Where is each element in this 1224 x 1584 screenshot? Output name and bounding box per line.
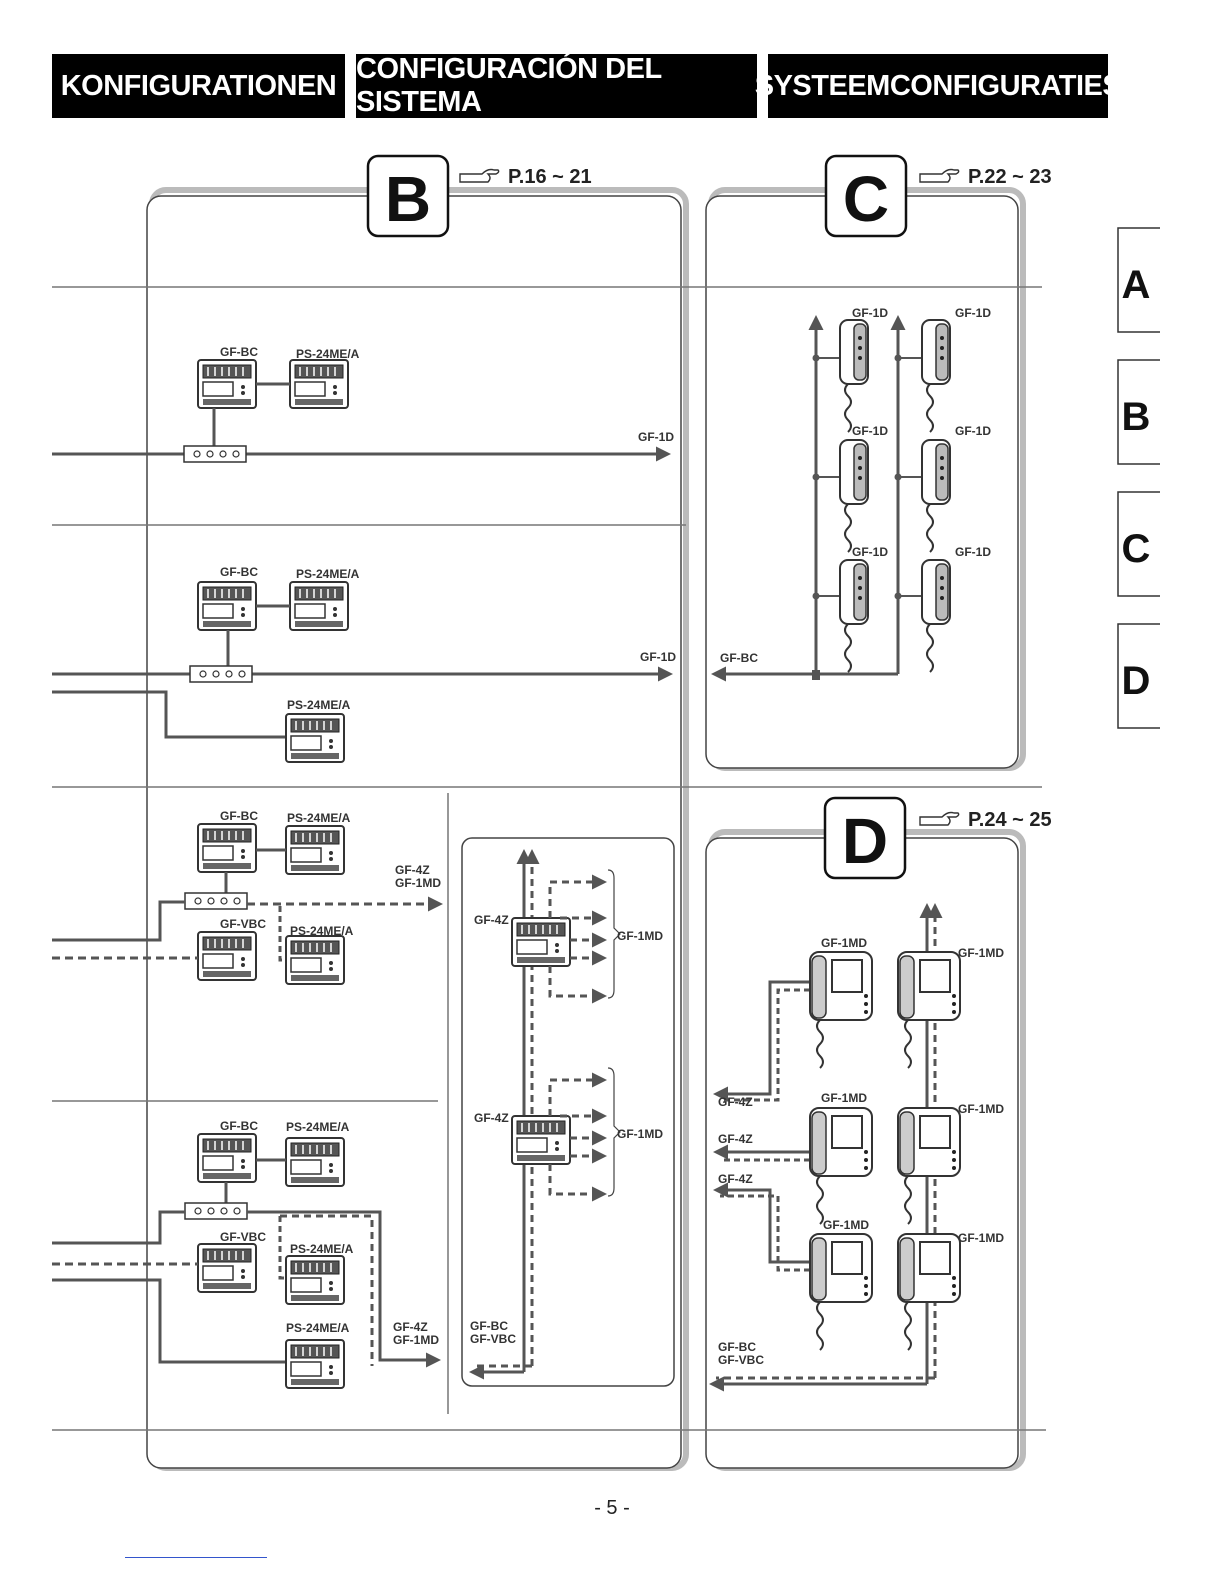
label-gf-4z: GF-4Z [718, 1132, 753, 1146]
label-gf-vbc: GF-VBC [718, 1353, 764, 1367]
section-c-page-ref: P.22 ~ 23 [968, 166, 1052, 188]
ps-24me-unit [285, 713, 345, 763]
label-gf-bc: GF-BC [220, 565, 258, 579]
label-gf-4z: GF-4Z [393, 1320, 428, 1334]
terminal-block [189, 665, 253, 683]
label-gf-4z: GF-4Z [474, 913, 509, 927]
label-gf-vbc: GF-VBC [220, 917, 266, 931]
tab-b[interactable]: B [1122, 395, 1151, 439]
header-konfigurationen: KONFIGURATIONEN [52, 54, 345, 118]
panel-d-diagram: GF-1MD GF-1MD GF-1MD GF-1MD GF-1MD GF-1M… [709, 903, 1004, 1392]
ps-24me-unit [285, 1339, 345, 1389]
ps-24me-unit [285, 1137, 345, 1187]
gf-bc-unit [197, 581, 257, 631]
gf-4z-unit [511, 1115, 571, 1165]
section-b-letter: B [385, 163, 431, 235]
label-ps-24me: PS-24ME/A [296, 347, 360, 361]
label-ps-24me: PS-24ME/A [287, 811, 351, 825]
label-ps-24me: PS-24ME/A [286, 1120, 350, 1134]
label-gf-1md: GF-1MD [821, 936, 867, 950]
pointing-hand-icon [919, 168, 960, 183]
label-gf-1md: GF-1MD [617, 1127, 663, 1141]
ps-24me-unit [285, 935, 345, 985]
label-gf-1d: GF-1D [638, 430, 674, 444]
label-gf-vbc: GF-VBC [220, 1230, 266, 1244]
label-gf-bc: GF-BC [220, 809, 258, 823]
terminal-block [183, 445, 247, 463]
label-gf-bc: GF-BC [718, 1340, 756, 1354]
tab-c[interactable]: C [1122, 527, 1151, 571]
ps-24me-unit [289, 581, 349, 631]
section-b-box [366, 154, 450, 238]
gf-vbc-unit [197, 1243, 257, 1293]
ps-24me-unit [289, 359, 349, 409]
label-gf-1md: GF-1MD [958, 946, 1004, 960]
side-tabs [1117, 227, 1160, 729]
label-gf-4z: GF-4Z [474, 1111, 509, 1125]
label-gf-1md: GF-1MD [393, 1333, 439, 1347]
label-gf-1d: GF-1D [640, 650, 676, 664]
label-gf-1md: GF-1MD [395, 876, 441, 890]
b-row1: GF-BC PS-24ME/A GF-1D [52, 345, 674, 463]
terminal-block [184, 892, 248, 910]
label-ps-24me: PS-24ME/A [290, 924, 354, 938]
footer-link-line [125, 1557, 267, 1558]
label-gf-bc: GF-BC [470, 1319, 508, 1333]
label-ps-24me: PS-24ME/A [286, 1321, 350, 1335]
gf-bc-unit [197, 823, 257, 873]
label-gf-1d: GF-1D [955, 306, 991, 320]
label-gf-4z: GF-4Z [718, 1095, 753, 1109]
header-configuracion: CONFIGURACIÓN DEL SISTEMA [356, 53, 757, 118]
label-ps-24me: PS-24ME/A [296, 567, 360, 581]
label-gf-1md: GF-1MD [821, 1091, 867, 1105]
label-gf-4z: GF-4Z [395, 863, 430, 877]
label-gf-1md: GF-1MD [958, 1102, 1004, 1116]
page-number: - 5 - [594, 1497, 630, 1519]
label-gf-vbc: GF-VBC [470, 1332, 516, 1346]
pointing-hand-icon [459, 168, 500, 183]
b-row3: GF-BC PS-24ME/A GF-4Z GF-1MD GF-VBC PS-2… [52, 809, 443, 985]
gf-bc-unit [197, 359, 257, 409]
panel-c-diagram: GF-1D GF-1D GF-1D GF-1D GF-1D GF-1D GF-B… [711, 306, 991, 682]
label-gf-1d: GF-1D [852, 424, 888, 438]
section-d-page-ref: P.24 ~ 25 [968, 809, 1052, 831]
ps-24me-unit [285, 825, 345, 875]
gf-4z-unit [511, 917, 571, 967]
b-row2: GF-BC PS-24ME/A GF-1D PS-24ME/A [52, 565, 676, 763]
label-gf-1d: GF-1D [955, 545, 991, 559]
gf-vbc-unit [197, 931, 257, 981]
label-gf-1d: GF-1D [852, 545, 888, 559]
header-systeemconfiguraties: SYSTEEMCONFIGURATIES [755, 54, 1122, 118]
gf-4z-riser: GF-4Z GF-1MD GF-4Z GF-1MD GF-BC GF-VBC [461, 837, 675, 1387]
label-gf-1d: GF-1D [852, 306, 888, 320]
section-d-letter: D [842, 805, 888, 877]
label-gf-bc: GF-BC [220, 1119, 258, 1133]
label-gf-bc: GF-BC [720, 651, 758, 665]
section-b-page-ref: P.16 ~ 21 [508, 166, 592, 188]
pointing-hand-icon [919, 811, 960, 826]
label-ps-24me: PS-24ME/A [290, 1242, 354, 1256]
label-gf-4z: GF-4Z [718, 1172, 753, 1186]
gf-bc-unit [197, 1133, 257, 1183]
label-gf-1md: GF-1MD [958, 1231, 1004, 1245]
label-gf-bc: GF-BC [220, 345, 258, 359]
row-separators [52, 286, 1046, 1431]
label-gf-1d: GF-1D [955, 424, 991, 438]
section-c-box [824, 154, 908, 238]
section-d-box [823, 796, 907, 880]
terminal-block [184, 1202, 248, 1220]
label-gf-1md: GF-1MD [617, 929, 663, 943]
ps-24me-unit [285, 1255, 345, 1305]
b-row4: GF-BC PS-24ME/A GF-VBC PS-24ME/A PS-24ME… [52, 1119, 441, 1389]
section-c-letter: C [843, 163, 889, 235]
tab-d[interactable]: D [1122, 659, 1151, 703]
label-gf-1md: GF-1MD [823, 1218, 869, 1232]
label-ps-24me: PS-24ME/A [287, 698, 351, 712]
tab-a[interactable]: A [1122, 263, 1151, 307]
